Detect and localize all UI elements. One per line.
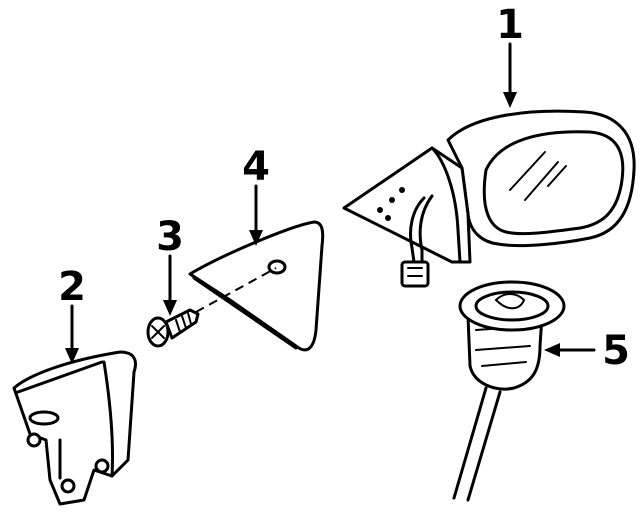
callout-label-2: 2 [58,264,86,310]
assembly-dash-line [195,267,277,313]
callout-label-4: 4 [242,144,270,190]
callout-arrow-5 [544,343,596,357]
callout-arrow-4 [249,184,263,246]
callout-arrow-3 [163,254,177,316]
callout-label-5: 5 [602,328,630,374]
bracket-part-2 [12,350,137,506]
switch-part-5 [452,280,566,502]
callout-arrow-2 [65,304,79,364]
screw-part-3 [146,308,200,348]
mirror-assembly-part-1 [342,109,636,288]
callout-arrow-1 [503,42,517,108]
callout-label-1: 1 [496,2,524,48]
callout-label-3: 3 [156,214,184,260]
cover-part-4 [188,220,325,352]
